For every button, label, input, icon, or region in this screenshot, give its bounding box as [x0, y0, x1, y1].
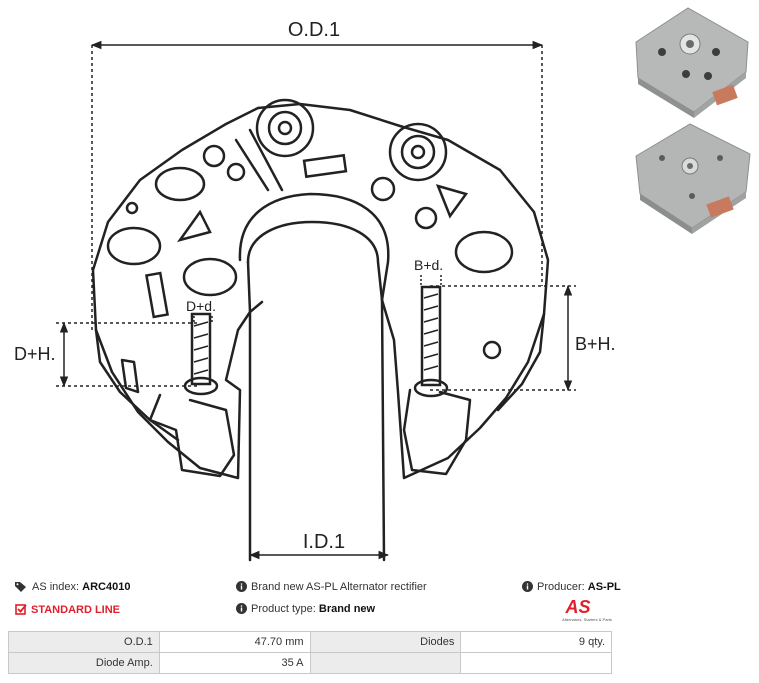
left-wing-outline	[91, 106, 264, 480]
product-description: Brand new AS-PL Alternator rectifier	[236, 581, 427, 593]
center-slot-outer	[238, 192, 390, 562]
producer-label: Producer:	[537, 581, 588, 593]
terminal-top-left	[255, 98, 315, 158]
as-index-value: ARC4010	[82, 581, 131, 593]
right-side-face	[496, 312, 546, 412]
left-connector	[148, 393, 236, 478]
center-slot-inner	[246, 220, 384, 302]
spec-label: Diodes	[309, 631, 462, 653]
info-icon	[236, 603, 247, 614]
tags-icon	[15, 582, 26, 592]
product-line-label: STANDARD LINE	[31, 604, 121, 616]
spec-value	[460, 652, 612, 674]
table-row: Diode Amp. 35 A	[8, 652, 612, 674]
top-divider	[234, 128, 284, 192]
product-type-label: Product type:	[251, 603, 319, 615]
spec-value: 9 qty.	[460, 631, 612, 653]
product-description-text: Brand new AS-PL Alternator rectifier	[251, 581, 427, 593]
as-pl-logo: AS Alternators, Starters & Parts	[562, 597, 612, 622]
center-slot-left-edge	[246, 260, 252, 562]
logo-tagline: Alternators, Starters & Parts	[562, 617, 612, 622]
product-type: Product type: Brand new	[236, 603, 375, 615]
product-type-value: Brand new	[318, 603, 376, 615]
spec-label	[309, 652, 462, 674]
info-icon	[236, 581, 247, 592]
info-icon	[522, 581, 533, 592]
right-connector	[402, 388, 472, 476]
producer-value: AS-PL	[587, 581, 621, 593]
spec-label: O.D.1	[8, 631, 160, 653]
id1-label: I.D.1	[303, 531, 345, 553]
as-index: AS index: ARC4010	[15, 581, 130, 593]
od1-label: O.D.1	[288, 19, 340, 41]
specs-table: O.D.1 47.70 mm Diodes 9 qty. Diode Amp. …	[8, 631, 612, 674]
bd-label: B+d.	[414, 257, 443, 273]
screw-left	[190, 312, 212, 386]
logo-text: AS	[564, 597, 590, 617]
producer: Producer: AS-PL	[522, 581, 621, 593]
dd-label: D+d.	[186, 298, 216, 314]
rectifier-technical-drawing: O.D.1 I.D.1 D+H. B+H. D+d. B+d.	[14, 19, 616, 562]
dh-label: D+H.	[14, 344, 56, 364]
terminal-top-right	[388, 122, 448, 182]
spec-value: 35 A	[158, 652, 311, 674]
product-photo-top[interactable]	[628, 2, 754, 122]
left-side-face	[94, 328, 180, 442]
table-row: O.D.1 47.70 mm Diodes 9 qty.	[8, 631, 612, 653]
product-photo-bottom[interactable]	[628, 118, 754, 238]
spec-value: 47.70 mm	[158, 631, 311, 653]
checkbox-check-icon	[15, 604, 27, 615]
product-line: STANDARD LINE	[15, 603, 120, 616]
screw-right	[420, 285, 442, 387]
as-index-label: AS index:	[32, 581, 83, 593]
left-clip	[120, 358, 140, 394]
bh-label: B+H.	[575, 334, 616, 354]
spec-label: Diode Amp.	[8, 652, 160, 674]
